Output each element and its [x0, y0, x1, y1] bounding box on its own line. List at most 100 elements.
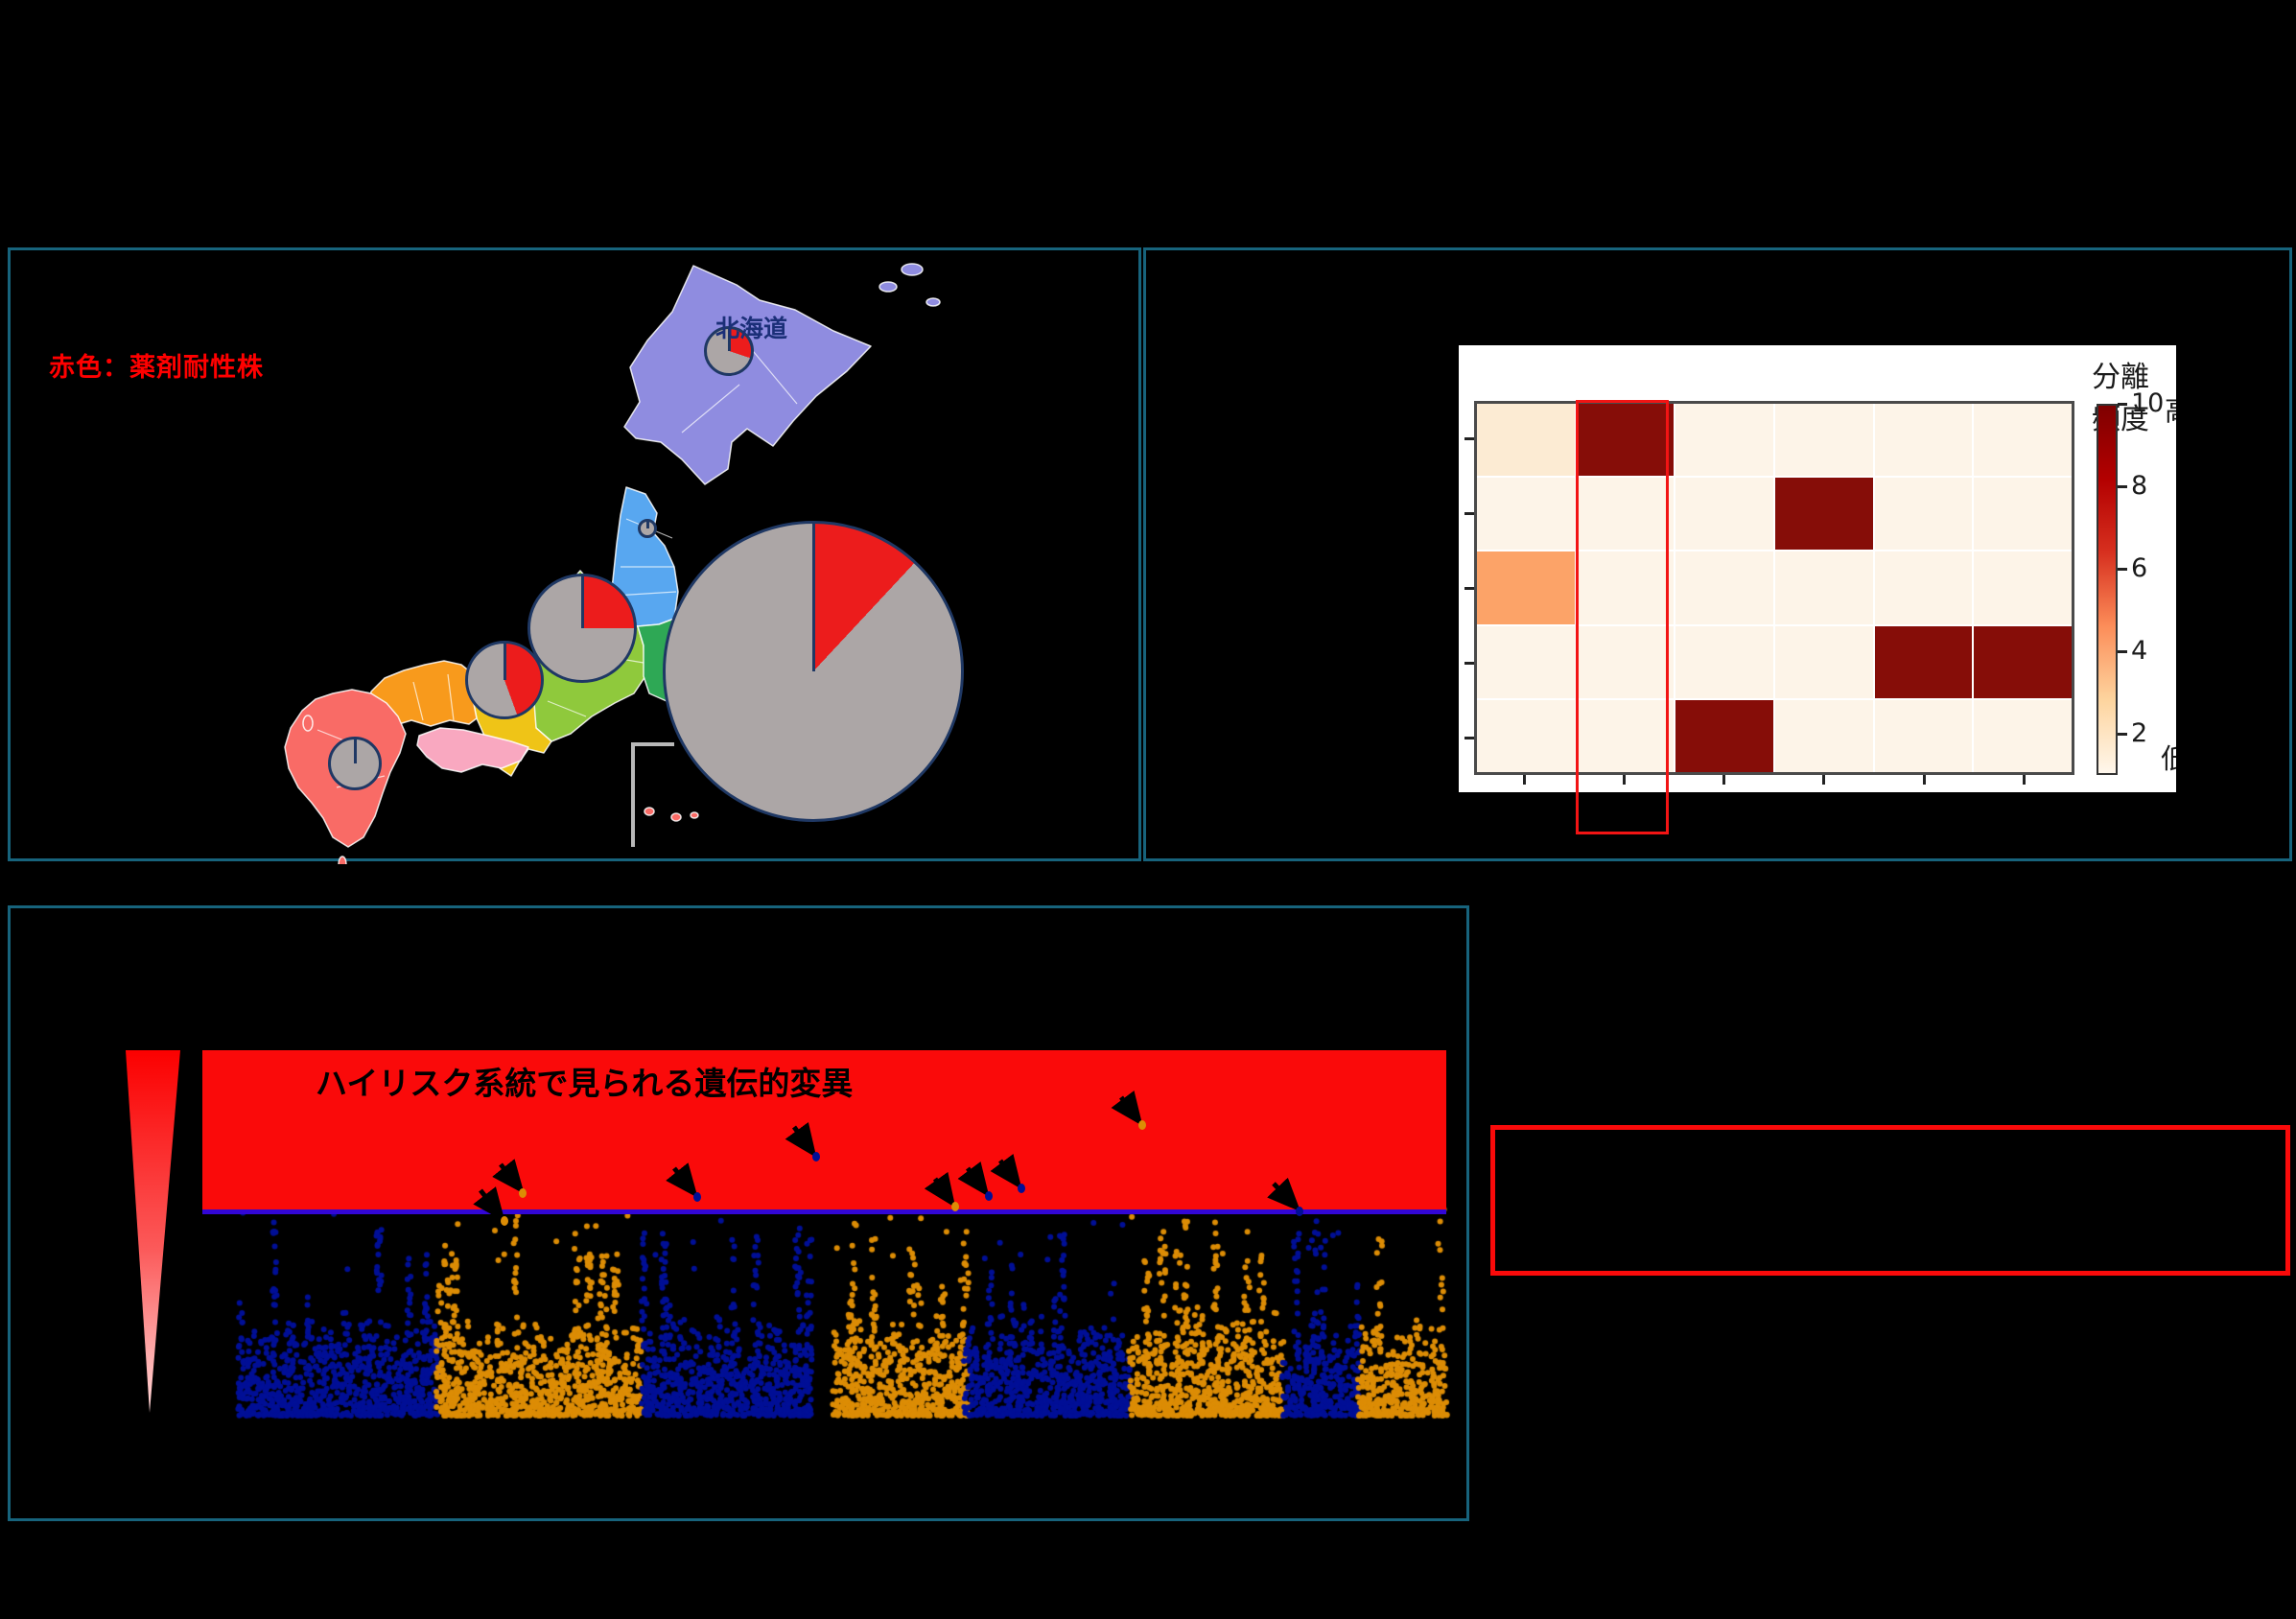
heatmap-cell: [1774, 478, 1873, 551]
heatmap-cell: [1874, 699, 1973, 772]
x-axis-tick: [1522, 775, 1526, 785]
hokkaido-label: 北海道: [715, 315, 788, 342]
colorbar-tick: [2118, 567, 2127, 571]
heatmap-cell: [1874, 478, 1973, 551]
heatmap-cell: [1576, 699, 1675, 772]
red-callout-box: [1490, 1125, 2290, 1276]
heatmap-cell: [1874, 551, 1973, 624]
pie-radius-line: [580, 576, 584, 628]
map-panel: 赤色：薬剤耐性株 北海道: [8, 247, 1141, 864]
annotation-arrow: [924, 1171, 956, 1208]
heatmap-colorbar: [2097, 404, 2118, 775]
annotation-arrow: [1267, 1177, 1301, 1212]
colorbar-tick-label: 8: [2131, 471, 2148, 501]
pie-radius-line: [811, 524, 815, 671]
band-annotation-text: ハイリスク系統で見られる遺伝的変異: [316, 1065, 854, 1102]
annotation-arrow: [785, 1121, 817, 1159]
heatmap-cell: [1675, 551, 1773, 624]
x-axis-tick: [1722, 775, 1726, 785]
pie-radius-line: [353, 739, 357, 763]
annotated-variant-dot: [1018, 1184, 1025, 1193]
heatmap-cell: [1675, 699, 1773, 772]
resistance-pie-hokkaido: [704, 326, 754, 376]
heatmap-cell: [1477, 404, 1575, 477]
island: [925, 297, 941, 307]
heatmap-cell: [1576, 551, 1675, 624]
heatmap-cell: [1477, 699, 1575, 772]
annotation-arrow: [666, 1162, 698, 1198]
x-axis-tick: [1922, 775, 1926, 785]
colorbar-tick-label: 4: [2131, 636, 2148, 666]
resistance-pie-tohoku: [638, 519, 657, 538]
y-axis-tick: [1464, 661, 1474, 665]
x-axis-tick: [1822, 775, 1826, 785]
heatmap-cell: [1774, 625, 1873, 698]
variant-dots: [501, 1120, 1303, 1226]
resistance-pie-kinki: [465, 641, 544, 719]
heatmap-cell: [1675, 404, 1773, 477]
y-axis-tick: [1464, 511, 1474, 515]
annotated-variant-dot: [812, 1152, 820, 1161]
resistance-pie-chubu: [527, 574, 637, 683]
annotated-variant-dot: [501, 1216, 508, 1226]
heatmap-cell: [1576, 404, 1675, 477]
heatmap-cell: [1974, 699, 2072, 772]
variant-arrows: [473, 1091, 1301, 1222]
region-shikoku: [416, 727, 529, 773]
heatmap-cell: [1576, 478, 1675, 551]
colorbar-low-label: 低: [2161, 742, 2176, 775]
map-legend-text: 赤色：薬剤耐性株: [49, 353, 264, 383]
colorbar-high-label: 高: [2165, 388, 2176, 429]
heatmap-cell: [1974, 478, 2072, 551]
heatmap-cell: [1477, 551, 1575, 624]
annotation-arrow: [473, 1186, 505, 1222]
red-gradient-spike: [126, 1050, 180, 1413]
annotated-variant-dot: [985, 1191, 993, 1201]
y-axis-tick: [1464, 586, 1474, 590]
heatmap-cell: [1874, 625, 1973, 698]
annotated-variant-dot: [519, 1188, 527, 1198]
heatmap-cell: [1576, 625, 1675, 698]
pie-radius-line: [645, 522, 649, 528]
heatmap-cell: [1774, 551, 1873, 624]
island: [879, 281, 898, 293]
resistance-pie-kyushu: [328, 737, 382, 790]
annotation-arrow-layer: [126, 1050, 1303, 1413]
heatmap-column-highlight: [1576, 400, 1669, 834]
x-axis-tick: [2023, 775, 2026, 785]
colorbar-tick-label: 2: [2131, 718, 2148, 748]
heatmap-cell: [1974, 404, 2072, 477]
annotated-variant-dot: [1296, 1207, 1303, 1216]
annotation-arrow: [990, 1154, 1022, 1189]
heatmap-cell: [1974, 551, 2072, 624]
pie-radius-line: [727, 329, 731, 351]
okinawa-inset-bracket: [631, 742, 674, 847]
colorbar-tick: [2118, 649, 2127, 653]
heatmap-cell: [1874, 404, 1973, 477]
heatmap-cell: [1477, 625, 1575, 698]
island: [302, 715, 314, 732]
island: [690, 811, 699, 819]
heatmap-cell: [1477, 478, 1575, 551]
island: [644, 807, 655, 816]
colorbar-tick: [2118, 402, 2127, 406]
island: [338, 856, 347, 864]
x-axis-tick: [1622, 775, 1626, 785]
region-hokkaido: [623, 265, 872, 485]
colorbar-tick: [2118, 484, 2127, 488]
annotated-variant-dot: [1138, 1120, 1146, 1130]
annotated-variant-dot: [951, 1202, 959, 1211]
annotated-variant-dot: [693, 1192, 701, 1202]
annotation-arrow: [492, 1159, 525, 1194]
annotation-arrow: [957, 1161, 990, 1197]
significance-band: ハイリスク系統で見られる遺伝的変異: [202, 1050, 1446, 1214]
y-axis-tick: [1464, 736, 1474, 739]
island: [901, 263, 924, 276]
y-axis-tick: [1464, 436, 1474, 440]
manhattan-panel: ハイリスク系統で見られる遺伝的変異: [8, 905, 1469, 1521]
annotation-arrow: [1111, 1091, 1143, 1126]
colorbar-tick-label: 10: [2131, 388, 2165, 418]
japan-map: [284, 263, 941, 864]
